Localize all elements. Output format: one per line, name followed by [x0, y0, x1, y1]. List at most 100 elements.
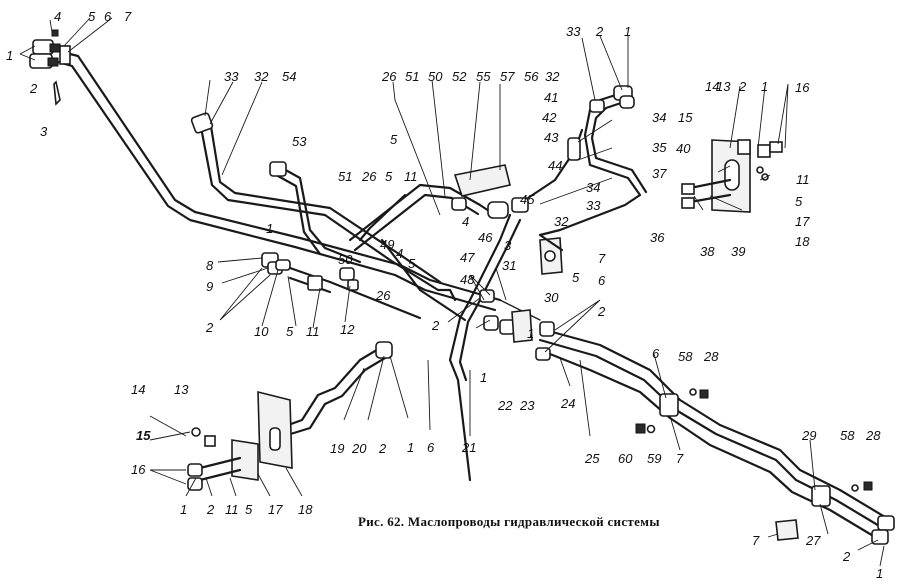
svg-text:7: 7 — [676, 451, 684, 466]
svg-text:52: 52 — [452, 69, 467, 84]
svg-text:2: 2 — [29, 81, 38, 96]
svg-text:24: 24 — [560, 396, 575, 411]
svg-text:6: 6 — [598, 273, 606, 288]
svg-text:12: 12 — [340, 322, 355, 337]
svg-text:60: 60 — [618, 451, 633, 466]
svg-text:33: 33 — [566, 24, 581, 39]
svg-text:49: 49 — [380, 237, 394, 252]
svg-text:31: 31 — [502, 258, 516, 273]
svg-text:39: 39 — [731, 244, 745, 259]
svg-text:6: 6 — [427, 440, 435, 455]
svg-text:1: 1 — [266, 221, 273, 236]
svg-text:9: 9 — [206, 279, 213, 294]
pipe-54 — [190, 112, 457, 302]
svg-text:16: 16 — [131, 462, 146, 477]
svg-text:19: 19 — [330, 441, 344, 456]
svg-text:2: 2 — [378, 441, 387, 456]
svg-text:28: 28 — [865, 428, 881, 443]
svg-text:20: 20 — [351, 441, 367, 456]
svg-text:38: 38 — [700, 244, 715, 259]
svg-text:1: 1 — [527, 326, 534, 341]
svg-text:2: 2 — [738, 79, 747, 94]
svg-text:2: 2 — [205, 320, 214, 335]
svg-text:22: 22 — [497, 398, 513, 413]
svg-text:40: 40 — [676, 141, 691, 156]
svg-text:32: 32 — [554, 214, 569, 229]
lower-left-bracket — [187, 390, 293, 491]
svg-text:4: 4 — [396, 246, 403, 261]
svg-text:17: 17 — [268, 502, 283, 517]
svg-text:4: 4 — [54, 9, 61, 24]
svg-text:1: 1 — [624, 24, 631, 39]
svg-text:1: 1 — [761, 79, 768, 94]
svg-text:11: 11 — [796, 172, 810, 187]
svg-text:51: 51 — [338, 169, 352, 184]
svg-text:36: 36 — [650, 230, 665, 245]
svg-text:5: 5 — [390, 132, 398, 147]
svg-text:55: 55 — [476, 69, 491, 84]
svg-text:33: 33 — [586, 198, 601, 213]
svg-text:2: 2 — [595, 24, 604, 39]
center-fittings-22-23 — [479, 289, 533, 343]
pipe-upper-left — [56, 50, 541, 321]
svg-text:5: 5 — [795, 194, 803, 209]
svg-text:32: 32 — [254, 69, 269, 84]
svg-text:4: 4 — [462, 214, 469, 229]
svg-text:1: 1 — [407, 440, 414, 455]
svg-text:16: 16 — [795, 80, 810, 95]
svg-text:2: 2 — [842, 549, 851, 564]
svg-text:30: 30 — [544, 290, 559, 305]
pipe-center-top — [348, 164, 511, 252]
svg-text:50: 50 — [428, 69, 443, 84]
svg-text:2: 2 — [206, 502, 215, 517]
pipe-lower-right — [535, 321, 895, 545]
svg-text:47: 47 — [460, 250, 475, 265]
svg-text:58: 58 — [840, 428, 855, 443]
svg-text:3: 3 — [504, 238, 512, 253]
svg-text:50: 50 — [338, 252, 353, 267]
center-right-bracket — [538, 233, 564, 275]
svg-text:44: 44 — [548, 158, 562, 173]
svg-text:26: 26 — [375, 288, 391, 303]
svg-text:32: 32 — [545, 69, 560, 84]
svg-text:27: 27 — [805, 533, 821, 548]
leader-lines — [19, 17, 885, 567]
middle-fittings — [261, 252, 422, 320]
svg-text:58: 58 — [678, 349, 693, 364]
svg-text:34: 34 — [652, 110, 666, 125]
small-parts-60-59 — [635, 388, 873, 492]
svg-text:6: 6 — [652, 346, 660, 361]
svg-text:11: 11 — [306, 324, 320, 339]
svg-text:37: 37 — [652, 166, 667, 181]
pipe-53 — [269, 161, 362, 264]
top-left-fitting — [29, 29, 71, 106]
svg-text:5: 5 — [245, 502, 253, 517]
svg-text:13: 13 — [716, 79, 731, 94]
svg-text:17: 17 — [795, 214, 810, 229]
svg-text:26: 26 — [381, 69, 397, 84]
svg-text:2: 2 — [431, 318, 440, 333]
svg-text:28: 28 — [703, 349, 719, 364]
svg-text:7: 7 — [598, 251, 606, 266]
svg-text:33: 33 — [224, 69, 239, 84]
svg-text:14: 14 — [705, 79, 719, 94]
svg-text:7: 7 — [752, 533, 760, 548]
svg-text:11: 11 — [404, 169, 418, 184]
svg-text:14: 14 — [131, 382, 145, 397]
svg-text:8: 8 — [206, 258, 214, 273]
svg-text:26: 26 — [361, 169, 377, 184]
svg-text:29: 29 — [801, 428, 816, 443]
svg-text:1: 1 — [6, 48, 13, 63]
svg-text:6: 6 — [104, 9, 112, 24]
svg-text:48: 48 — [460, 272, 475, 287]
svg-text:25: 25 — [584, 451, 600, 466]
svg-text:5: 5 — [385, 169, 393, 184]
svg-text:35: 35 — [652, 140, 667, 155]
callout-numbers: 1 2 3 4 5 6 7 33 32 54 26 51 50 52 55 57… — [6, 9, 883, 581]
svg-text:18: 18 — [795, 234, 810, 249]
svg-text:3: 3 — [40, 124, 48, 139]
svg-text:1: 1 — [480, 370, 487, 385]
svg-text:57: 57 — [500, 69, 515, 84]
